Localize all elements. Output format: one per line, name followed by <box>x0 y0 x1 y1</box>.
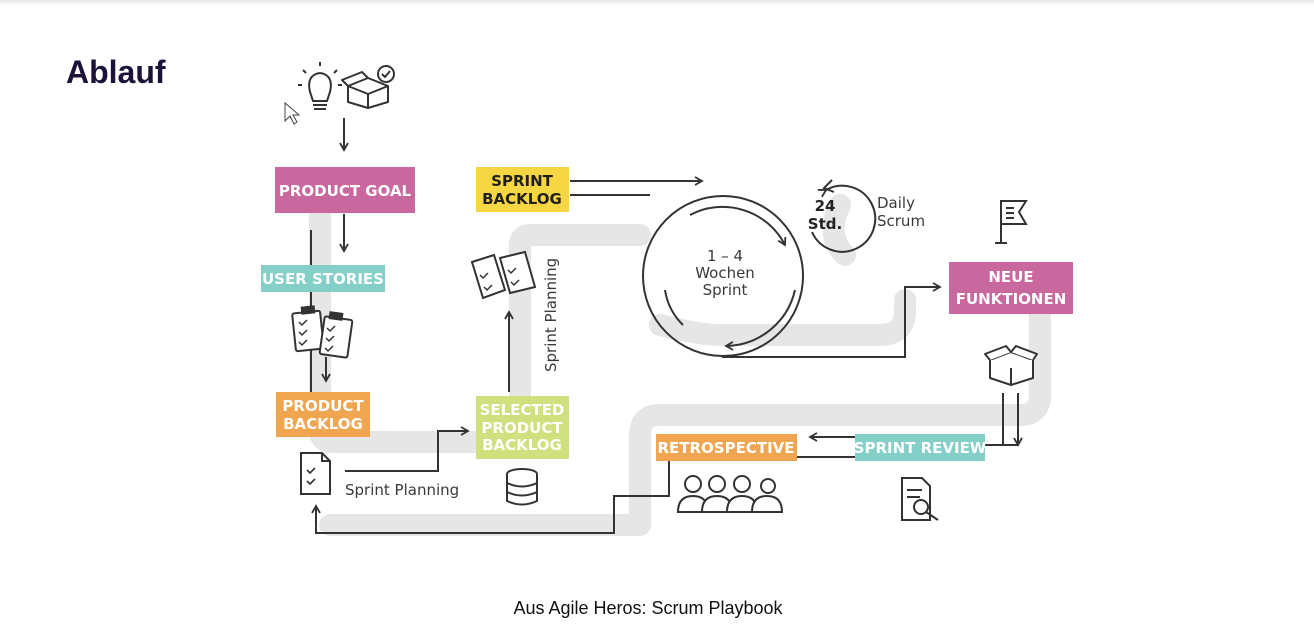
sprint-planning-vertical-label: Sprint Planning <box>542 258 560 372</box>
page-title: Ablauf <box>66 54 166 90</box>
sprint-backlog-label-line1: SPRINT <box>491 172 553 190</box>
retrospective-box: RETROSPECTIVE <box>656 434 797 461</box>
sprint-planning-label: Sprint Planning <box>345 481 459 499</box>
selected-backlog-label-line1: SELECTED <box>480 401 565 419</box>
document-search-icon <box>901 477 939 521</box>
source-caption: Aus Agile Heros: Scrum Playbook <box>513 598 783 618</box>
daily-scrum-line1: Daily <box>877 194 915 212</box>
clipboards-icon <box>291 305 354 359</box>
retrospective-label: RETROSPECTIVE <box>657 439 794 457</box>
package-check-icon <box>341 65 395 109</box>
user-stories-box: USER STORIES <box>261 265 385 292</box>
sprint-review-label: SPRINT REVIEW <box>854 439 987 457</box>
flag-icon <box>995 200 1028 244</box>
flow-arrows <box>310 118 1023 534</box>
mouse-cursor-icon <box>284 101 301 125</box>
sprint-duration-line2: Wochen <box>695 264 755 282</box>
documents-icon <box>470 250 537 300</box>
selected-backlog-label-line2: PRODUCT <box>481 419 563 437</box>
sprint-backlog-label-line2: BACKLOG <box>482 190 562 208</box>
selected-product-backlog-box: SELECTED PRODUCT BACKLOG <box>476 396 569 459</box>
sprint-duration-line3: Sprint <box>703 281 748 299</box>
daily-hours-line1: 24 <box>815 197 836 215</box>
user-stories-label: USER STORIES <box>262 270 384 288</box>
lightbulb-icon <box>298 62 342 110</box>
neue-funktionen-label-line2: FUNKTIONEN <box>956 290 1067 308</box>
sprint-backlog-box: SPRINT BACKLOG <box>476 167 569 212</box>
selected-backlog-label-line3: BACKLOG <box>482 436 562 454</box>
sprint-cycle <box>642 195 804 357</box>
product-goal-label: PRODUCT GOAL <box>279 182 412 200</box>
neue-funktionen-box: NEUE FUNKTIONEN <box>949 262 1073 314</box>
neue-funktionen-label-line1: NEUE <box>988 268 1033 286</box>
daily-scrum-line2: Scrum <box>877 212 925 230</box>
team-people-icon <box>676 475 784 513</box>
product-goal-box: PRODUCT GOAL <box>275 167 415 213</box>
window-top-edge <box>0 0 1314 6</box>
sprint-duration-line1: 1 – 4 <box>707 247 743 265</box>
product-backlog-label-line1: PRODUCT <box>282 397 364 415</box>
package-icon <box>984 345 1038 386</box>
product-backlog-label-line2: BACKLOG <box>283 415 363 433</box>
product-backlog-box: PRODUCT BACKLOG <box>276 392 370 437</box>
database-icon <box>506 468 538 506</box>
background-path <box>309 194 1051 536</box>
checklist-document-icon <box>300 452 331 495</box>
daily-scrum-loop <box>811 179 877 253</box>
sprint-review-box: SPRINT REVIEW <box>854 434 987 461</box>
daily-hours-line2: Std. <box>808 215 842 233</box>
